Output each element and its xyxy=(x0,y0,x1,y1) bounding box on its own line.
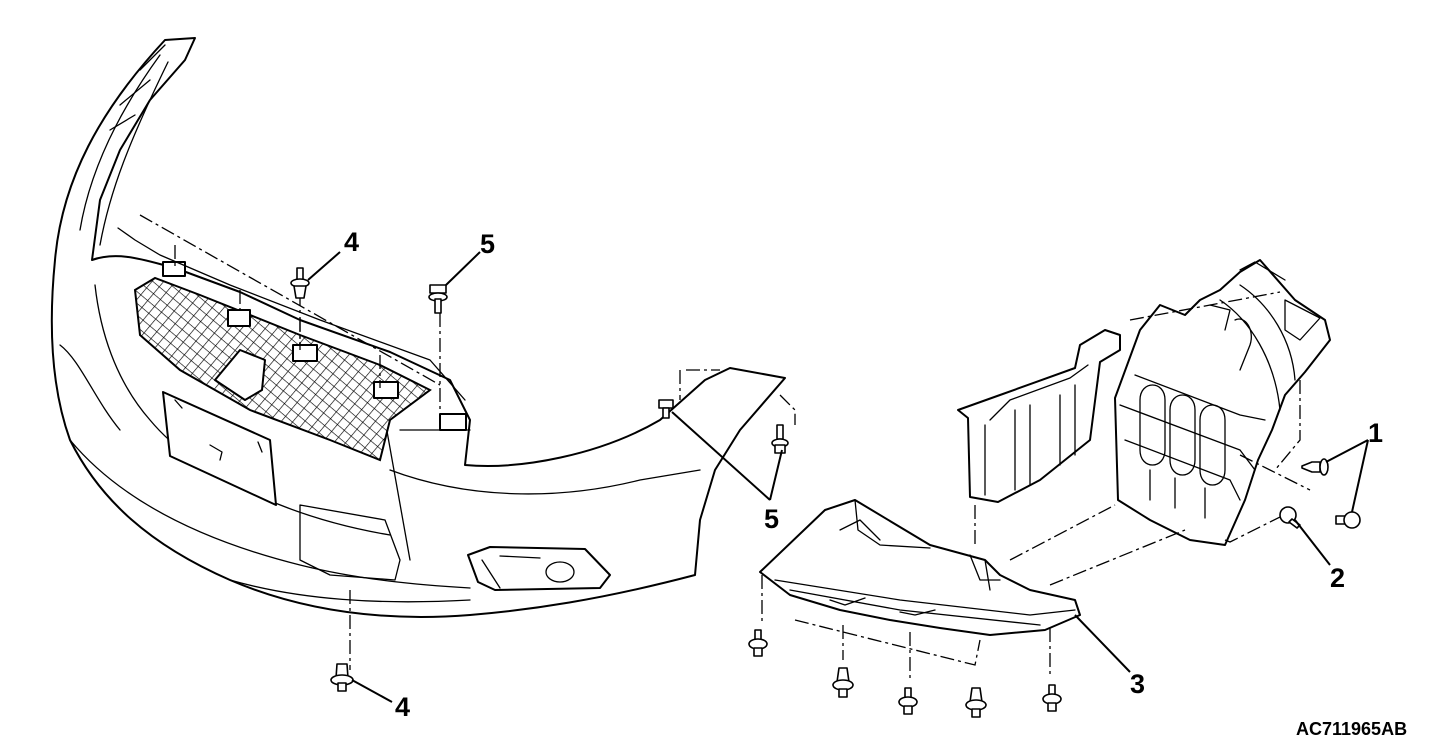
leader-lines xyxy=(307,251,1369,703)
engine-under-cover xyxy=(759,499,1081,636)
fender-splash-shield xyxy=(1114,259,1331,546)
screw-2 xyxy=(1279,506,1301,529)
bolt-5-left xyxy=(658,399,674,419)
bolt-5-right xyxy=(771,424,789,454)
splash-shield-plate xyxy=(957,329,1121,503)
callout-5-upper: 5 xyxy=(480,229,495,259)
callout-5-lower: 5 xyxy=(764,504,779,534)
front-bumper-fascia xyxy=(50,37,786,618)
clip-4-upper xyxy=(290,267,310,299)
upper-retainer-tabs xyxy=(162,261,467,431)
under-cover-clips xyxy=(748,629,1062,718)
callout-3: 3 xyxy=(1130,669,1145,699)
callout-4-upper: 4 xyxy=(344,227,359,257)
clip-1-upper xyxy=(1301,458,1329,476)
callout-2: 2 xyxy=(1330,563,1345,593)
figure-code: AC711965AB xyxy=(1296,719,1407,739)
clip-1-lower xyxy=(1335,511,1361,529)
clip-4-lower xyxy=(330,663,354,692)
callout-1: 1 xyxy=(1368,418,1383,448)
callout-4-lower: 4 xyxy=(395,692,410,722)
bolt-5-upper xyxy=(428,284,448,314)
under-cover-alignment-lines xyxy=(761,575,1051,680)
bumper-alignment-lines xyxy=(139,214,796,670)
callout-labels: 1 2 3 4 4 5 5 xyxy=(344,227,1383,722)
liner-alignment-lines xyxy=(974,291,1311,586)
